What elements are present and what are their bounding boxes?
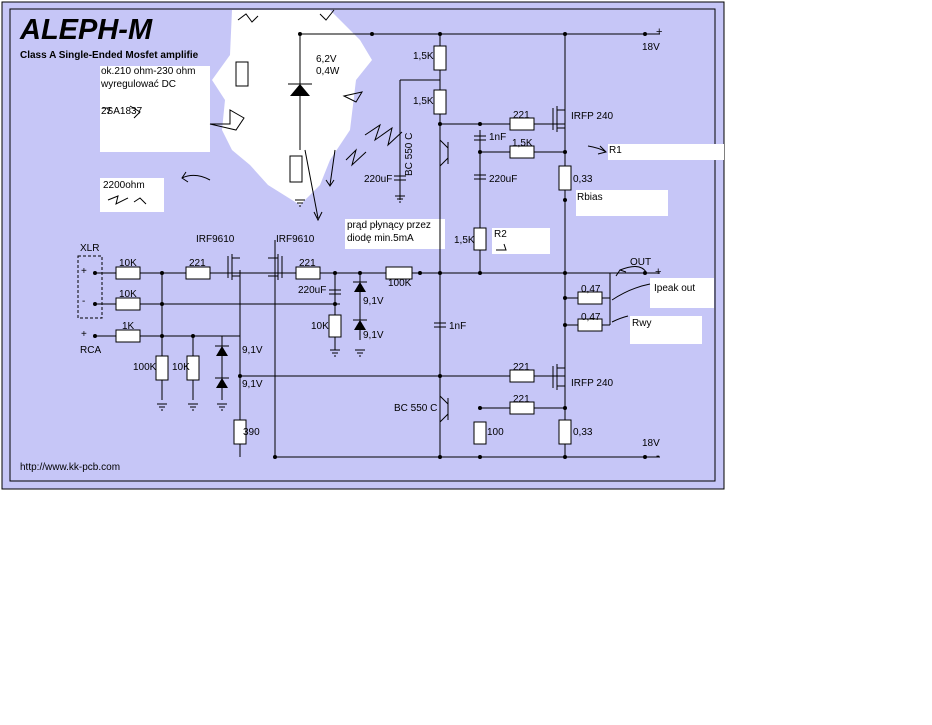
resistor-221-bot-a — [509, 369, 535, 383]
mosfet-irf9610-left — [227, 254, 240, 280]
resistor-100k-mid — [385, 266, 413, 280]
resistor-10k-in2 — [115, 297, 141, 311]
resistor-390 — [233, 419, 247, 445]
capacitor-220-top-left — [394, 175, 406, 181]
resistor-1k5-feedback — [509, 145, 535, 159]
resistor-1k5-top-a — [433, 45, 447, 71]
note-box-r1 — [608, 144, 724, 160]
resistor-1k-rca — [115, 329, 141, 343]
resistor-1k5-mid — [473, 227, 487, 251]
resistor-10k-gnd — [186, 355, 200, 381]
resistor-2200-ref — [289, 155, 303, 183]
note-box-adjust — [100, 66, 210, 152]
capacitor-1nf-mid — [434, 322, 446, 328]
resistor-10k-in1 — [115, 266, 141, 280]
schematic-inner-border — [9, 8, 716, 482]
zener-91-a — [215, 345, 229, 356]
ground-symbols — [157, 195, 405, 411]
mosfet-irf9610-right — [268, 254, 283, 280]
capacitor-220-mid — [329, 289, 341, 295]
resistor-221-bot-b — [509, 401, 535, 415]
bjt-bc550c-bottom — [439, 395, 449, 423]
resistor-100-bot — [473, 421, 487, 445]
resistor-100k-gnd — [155, 355, 169, 381]
capacitor-1nf-top — [474, 135, 486, 141]
hand-drawn-marks — [102, 9, 651, 323]
zener-91-c — [353, 281, 367, 292]
resistor-10k-mid — [328, 314, 342, 338]
resistor-047-a — [577, 291, 603, 305]
zener-91-b — [215, 377, 229, 388]
resistor-221-gate — [295, 266, 321, 280]
bjt-bc550c-top — [439, 139, 449, 167]
resistor-221-top — [509, 117, 535, 131]
zener-91-d — [353, 319, 367, 330]
note-box-rbias — [576, 190, 668, 216]
resistor-1k5-top-b — [433, 89, 447, 115]
white-overlay-patch — [212, 10, 372, 205]
resistor-221-in — [185, 266, 211, 280]
resistor-adjust — [235, 61, 249, 87]
resistor-047-b — [577, 318, 603, 332]
resistor-033-bot — [558, 419, 572, 445]
note-box-ipeak — [650, 278, 714, 308]
xlr-connector — [77, 255, 103, 319]
note-box-diode — [345, 219, 445, 249]
mosfet-irfp240-top — [552, 106, 565, 132]
note-box-2200 — [100, 178, 164, 212]
junction-dots — [93, 32, 647, 459]
capacitor-220-top-right — [474, 174, 486, 180]
mosfet-irfp240-bottom — [552, 364, 565, 390]
resistor-033-top — [558, 165, 572, 191]
note-box-rwy — [630, 316, 702, 344]
zener-62-ref — [288, 83, 312, 96]
